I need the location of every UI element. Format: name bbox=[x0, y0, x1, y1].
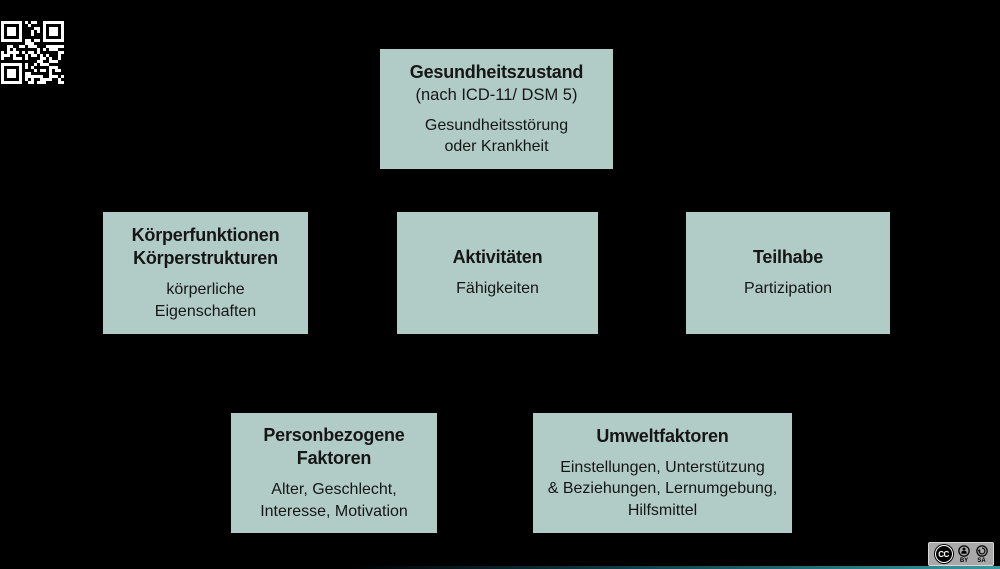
box-body: Gesundheitsstörung oder Krankheit bbox=[424, 116, 569, 155]
box-title: Teilhabe bbox=[752, 247, 824, 268]
box-head: Gesundheitszustand (nach ICD-11/ DSM 5) bbox=[409, 61, 584, 106]
box-body: Einstellungen, Unterstützung & Beziehung… bbox=[547, 459, 778, 519]
box-gesundheitszustand: Gesundheitszustand (nach ICD-11/ DSM 5) … bbox=[380, 49, 613, 169]
box-body: körperliche Eigenschaften bbox=[154, 281, 257, 320]
box-personbezogene-faktoren: Personbezogene Faktoren Alter, Geschlech… bbox=[231, 413, 437, 533]
box-umweltfaktoren: Umweltfaktoren Einstellungen, Unterstütz… bbox=[533, 413, 792, 533]
sa-label: SA bbox=[977, 557, 986, 564]
box-teilhabe: Teilhabe Partizipation bbox=[686, 212, 890, 334]
cc-by-attribution: BY bbox=[958, 544, 970, 564]
box-body: Partizipation bbox=[743, 280, 833, 298]
bottom-accent-bar bbox=[0, 566, 1000, 569]
box-body: Alter, Geschlecht, Interesse, Motivation bbox=[260, 481, 408, 520]
box-title: Aktivitäten bbox=[452, 247, 543, 268]
box-title: Personbezogene Faktoren bbox=[263, 425, 405, 469]
box-body: Fähigkeiten bbox=[456, 280, 539, 298]
box-title: Umweltfaktoren bbox=[596, 426, 729, 447]
box-subtitle: (nach ICD-11/ DSM 5) bbox=[415, 86, 578, 105]
box-title: Körperfunktionen Körperstrukturen bbox=[131, 225, 280, 269]
by-label: BY bbox=[959, 557, 969, 564]
person-icon bbox=[958, 544, 970, 557]
box-koerperfunktionen: Körperfunktionen Körperstrukturen körper… bbox=[103, 212, 308, 334]
qr-code bbox=[1, 21, 64, 84]
cc-logo-icon: CC bbox=[934, 545, 953, 563]
box-aktivitaeten: Aktivitäten Fähigkeiten bbox=[397, 212, 598, 334]
box-title: Gesundheitszustand bbox=[409, 62, 584, 83]
cc-sa-sharealike: SA bbox=[975, 544, 988, 564]
share-alike-arrow-icon bbox=[975, 544, 988, 557]
cc-by-sa-badge[interactable]: CC BY SA bbox=[928, 542, 994, 566]
